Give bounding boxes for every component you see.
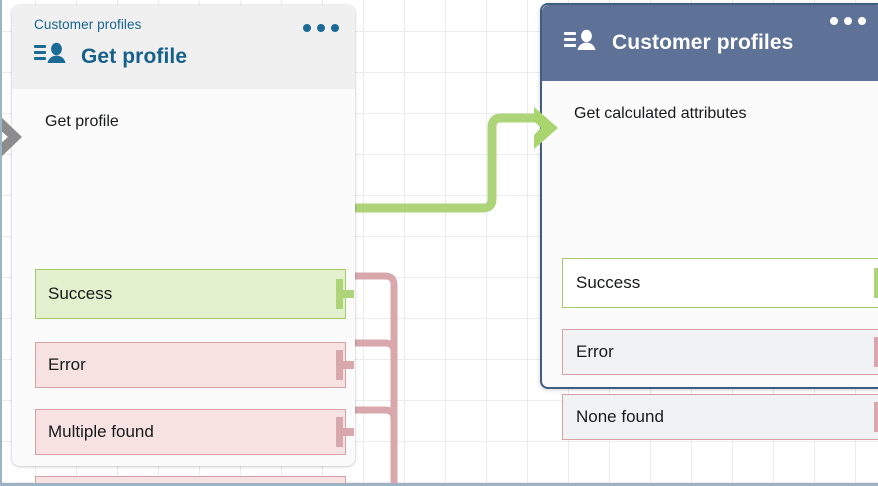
port-handle-multiple-found[interactable] — [336, 417, 354, 447]
list-person-icon — [34, 42, 68, 71]
port-handle-none-found[interactable] — [874, 402, 878, 432]
port-label: None found — [576, 407, 664, 426]
node-get-profile[interactable]: Customer profiles Get profile — [12, 5, 355, 483]
node-header[interactable]: Customer profiles — [542, 5, 878, 81]
node-body: Get profile Success Error Multiple found — [12, 89, 355, 483]
port-row-error[interactable]: Error — [562, 329, 878, 375]
node-entry-row[interactable]: Get profile — [12, 89, 355, 155]
node-kicker: Customer profiles — [34, 17, 142, 32]
edge-success — [346, 113, 547, 213]
node-entry-label: Get calculated attributes — [574, 105, 747, 122]
port-row-success[interactable]: Success — [35, 269, 354, 319]
node-entry-row[interactable]: Get calculated attributes — [542, 81, 878, 147]
inbound-arrow-icon — [534, 104, 570, 152]
port-label: Error — [48, 355, 86, 374]
port-handle-success[interactable] — [874, 268, 878, 298]
port-label: Multiple found — [48, 422, 154, 441]
port-row-none-found[interactable]: None found — [562, 394, 878, 440]
port-row-error[interactable]: Error — [35, 342, 354, 388]
list-person-icon — [564, 29, 598, 58]
port-handle-error[interactable] — [336, 350, 354, 380]
port-row-none-found[interactable]: None found — [35, 476, 346, 483]
port-label: Success — [48, 284, 113, 303]
node-body: Get calculated attributes Success Error … — [542, 81, 878, 440]
port-label: Success — [576, 273, 641, 292]
node-get-calculated-attributes[interactable]: Customer profiles Get calculated attribu… — [540, 3, 878, 440]
port-label: Error — [576, 342, 614, 361]
port-handle-success[interactable] — [336, 279, 354, 309]
node-entry-label: Get profile — [45, 113, 119, 130]
port-row-multiple-found[interactable]: Multiple found — [35, 409, 354, 455]
overflow-menu-icon[interactable] — [830, 17, 866, 25]
inbound-arrow-icon — [2, 112, 36, 162]
port-handle-error[interactable] — [874, 337, 878, 367]
node-header[interactable]: Customer profiles Get profile — [12, 5, 355, 89]
node-title: Get profile — [81, 44, 188, 68]
port-row-success[interactable]: Success — [562, 258, 878, 308]
overflow-menu-icon[interactable] — [303, 24, 339, 32]
node-title: Customer profiles — [612, 31, 794, 54]
